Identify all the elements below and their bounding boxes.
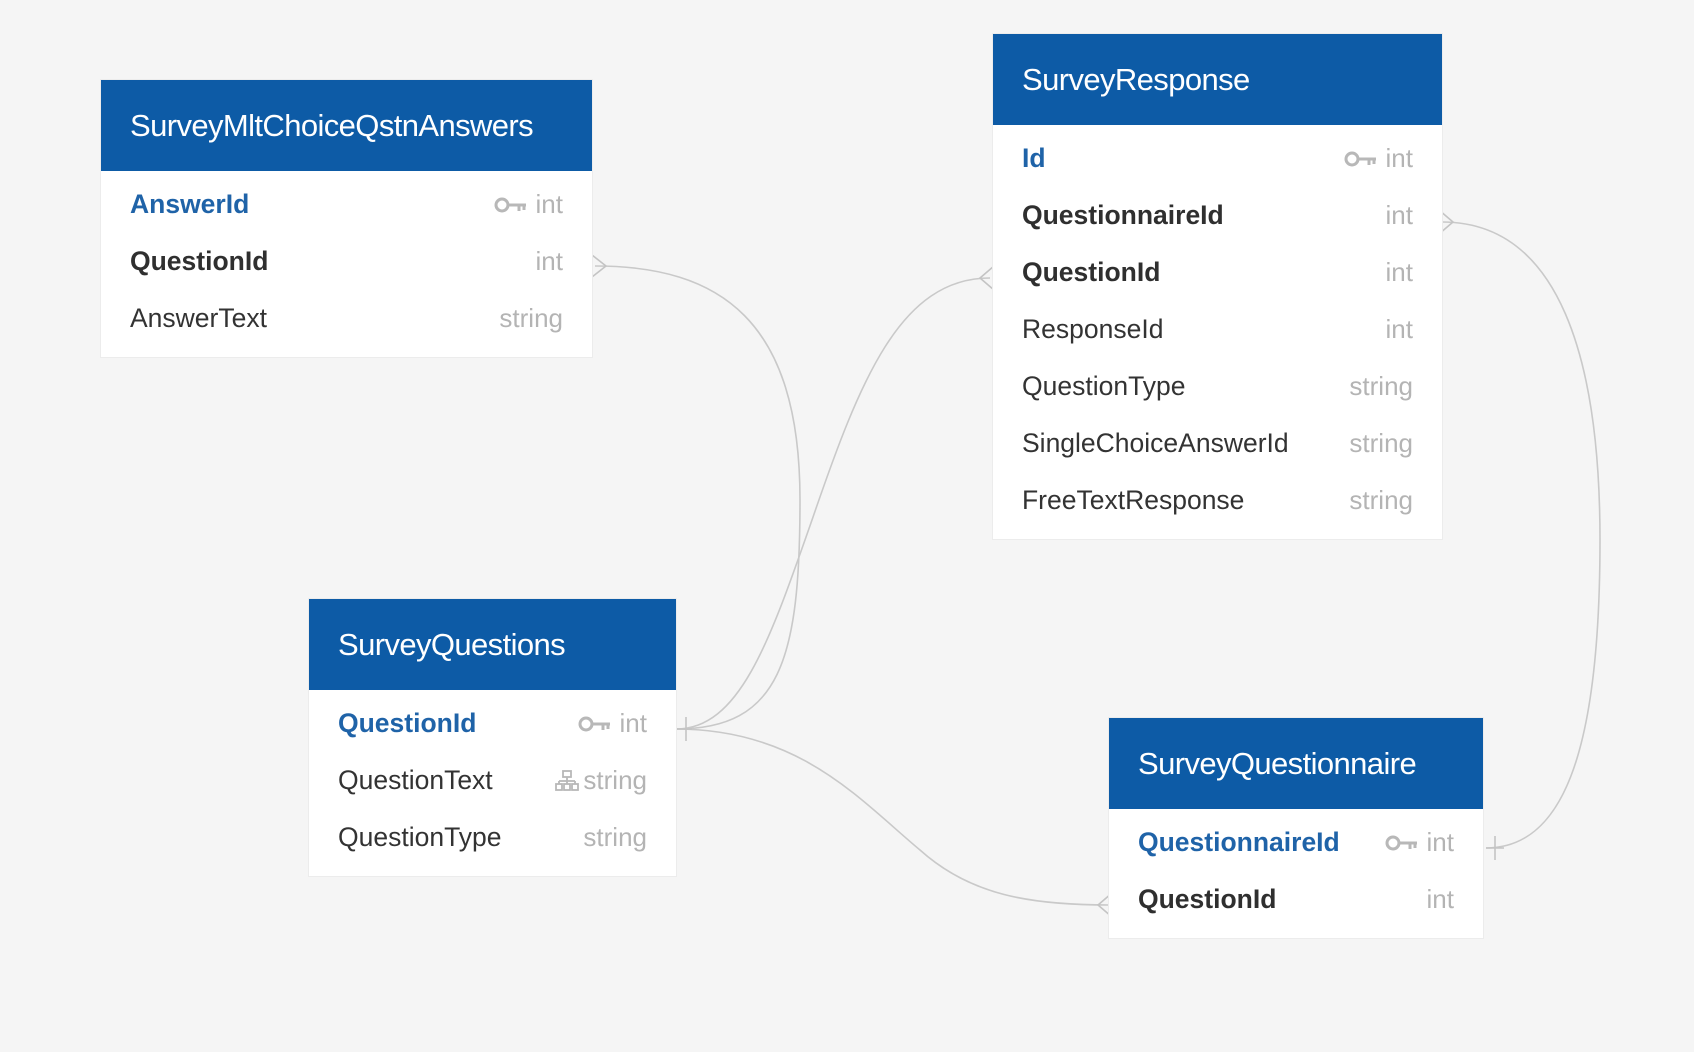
field-type: int	[1344, 143, 1413, 174]
relationship-line-questions-response	[675, 277, 991, 730]
field-type: string	[499, 303, 563, 333]
field-name: QuestionId	[1138, 884, 1277, 914]
field-type: int	[535, 246, 563, 276]
field-type: string	[1349, 371, 1413, 401]
one-marker-questions-questionid	[676, 717, 692, 741]
field-row-id[interactable]: Id int	[993, 130, 1442, 187]
field-name: QuestionnaireId	[1022, 200, 1224, 230]
field-name: QuestionnaireId	[1138, 827, 1340, 857]
key-icon	[578, 715, 612, 733]
field-row-questionnaireid[interactable]: QuestionnaireId int	[1109, 814, 1483, 871]
field-name: AnswerId	[130, 189, 250, 219]
field-name: ResponseId	[1022, 314, 1164, 344]
field-type-label: int	[619, 708, 647, 738]
crowsfoot-answers-questionid	[591, 254, 608, 278]
field-type: string	[583, 822, 647, 852]
field-row-answerid[interactable]: AnswerId int	[101, 176, 592, 233]
key-icon	[494, 196, 528, 214]
field-name: QuestionType	[338, 822, 502, 852]
table-title: SurveyQuestions	[309, 599, 676, 690]
field-type: int	[1385, 200, 1413, 230]
field-type: int	[1426, 884, 1454, 914]
table-title: SurveyQuestionnaire	[1109, 718, 1483, 809]
hierarchy-icon	[555, 769, 580, 792]
key-icon	[1385, 834, 1419, 852]
field-name: QuestionId	[1022, 257, 1161, 287]
table-survey-questionnaire[interactable]: SurveyQuestionnaire QuestionnaireId int …	[1109, 718, 1483, 938]
table-survey-response[interactable]: SurveyResponse Id int QuestionnaireId in…	[993, 34, 1442, 539]
field-name: QuestionType	[1022, 371, 1186, 401]
field-row-singlechoiceanswerid[interactable]: SingleChoiceAnswerId string	[993, 415, 1442, 472]
field-type: string	[555, 765, 647, 796]
table-title: SurveyMltChoiceQstnAnswers	[101, 80, 592, 171]
field-type: int	[1385, 257, 1413, 287]
field-type: string	[1349, 485, 1413, 515]
field-type-label: int	[1385, 143, 1413, 173]
field-row-questionnaireid[interactable]: QuestionnaireId int	[993, 187, 1442, 244]
one-marker-questionnaire-questionnaireid	[1486, 836, 1504, 860]
field-row-questiontext[interactable]: QuestionText string	[309, 752, 676, 809]
field-type: int	[578, 708, 647, 739]
field-name: QuestionId	[130, 246, 269, 276]
field-type-label: int	[1426, 827, 1454, 857]
field-row-freetextresponse[interactable]: FreeTextResponse string	[993, 472, 1442, 529]
field-type-label: int	[535, 189, 563, 219]
field-row-questionid[interactable]: QuestionId int	[993, 244, 1442, 301]
field-name: QuestionText	[338, 765, 493, 795]
field-row-questionid[interactable]: QuestionId int	[309, 695, 676, 752]
field-row-questionid[interactable]: QuestionId int	[1109, 871, 1483, 928]
relationship-line-questions-questionnaire	[675, 728, 1110, 906]
field-row-responseid[interactable]: ResponseId int	[993, 301, 1442, 358]
field-type: int	[1385, 314, 1413, 344]
table-survey-questions[interactable]: SurveyQuestions QuestionId int QuestionT…	[309, 599, 676, 876]
field-name: AnswerText	[130, 303, 267, 333]
field-name: FreeTextResponse	[1022, 485, 1245, 515]
field-row-questiontype[interactable]: QuestionType string	[993, 358, 1442, 415]
field-type: int	[1385, 827, 1454, 858]
field-type-label: string	[583, 765, 647, 795]
table-survey-mlt-choice-qstn-answers[interactable]: SurveyMltChoiceQstnAnswers AnswerId int …	[101, 80, 592, 357]
field-row-questiontype[interactable]: QuestionType string	[309, 809, 676, 866]
table-title: SurveyResponse	[993, 34, 1442, 125]
field-type: string	[1349, 428, 1413, 458]
field-name: SingleChoiceAnswerId	[1022, 428, 1289, 458]
field-row-questionid[interactable]: QuestionId int	[101, 233, 592, 290]
field-name: Id	[1022, 143, 1046, 173]
crowsfoot-response-questionid	[978, 265, 995, 291]
field-row-answertext[interactable]: AnswerText string	[101, 290, 592, 347]
field-type: int	[494, 189, 563, 220]
key-icon	[1344, 150, 1378, 168]
field-name: QuestionId	[338, 708, 477, 738]
